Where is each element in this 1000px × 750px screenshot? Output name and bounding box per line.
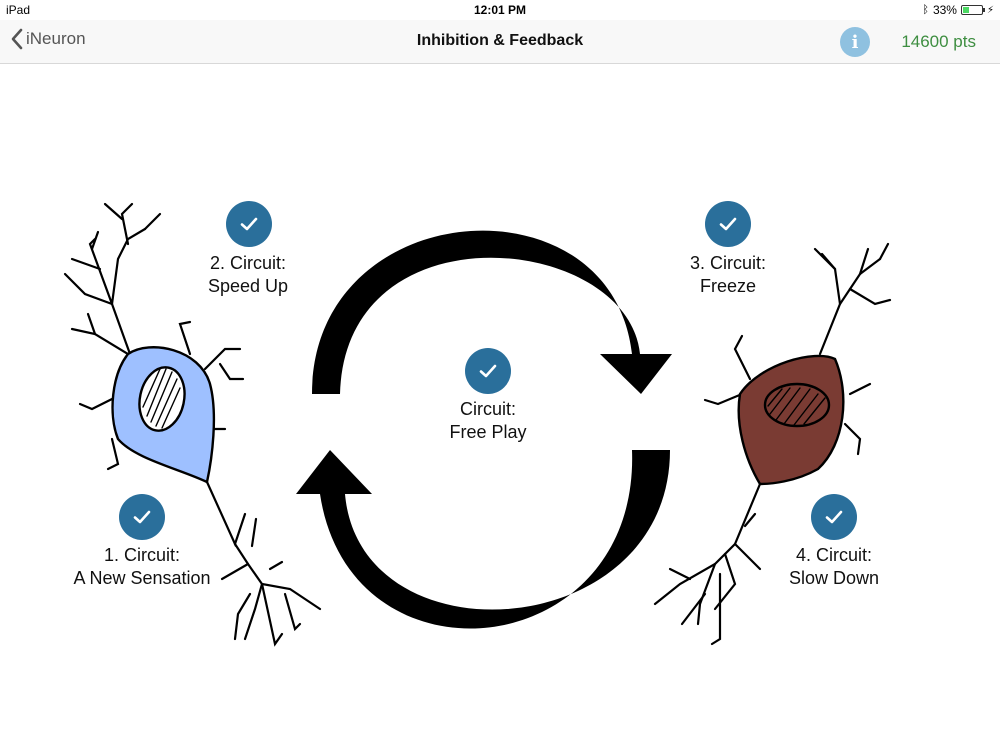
info-button[interactable]: i — [840, 27, 870, 57]
top-cycle-arrow — [312, 230, 672, 394]
back-button[interactable]: iNeuron — [10, 28, 86, 50]
motor-neuron-right — [653, 242, 892, 646]
cycle-arrows — [296, 230, 672, 629]
free-play-heading: Circuit: — [459, 399, 516, 419]
status-right: ᛒ 33% ⚡ — [922, 3, 994, 17]
circuit-3-title: Freeze — [699, 276, 757, 296]
check-icon — [240, 217, 258, 231]
check-icon — [479, 364, 497, 378]
circuit-4-title: Slow Down — [788, 568, 880, 588]
circuit-3-label[interactable]: 3. Circuit: Freeze — [653, 252, 803, 298]
back-label: iNeuron — [26, 29, 86, 48]
free-play-title: Free Play — [449, 422, 527, 442]
circuit-1-number: 1. Circuit: — [103, 545, 181, 565]
circuit-2-label[interactable]: 2. Circuit: Speed Up — [173, 252, 323, 298]
circuit-2-title: Speed Up — [207, 276, 289, 296]
status-time: 12:01 PM — [473, 3, 527, 17]
check-icon — [133, 510, 151, 524]
circuit-1-complete-badge[interactable] — [119, 494, 165, 540]
circuit-4-number: 4. Circuit: — [795, 545, 873, 565]
circuit-2-number: 2. Circuit: — [209, 253, 287, 273]
points-counter: 14600 pts — [901, 32, 976, 51]
circuit-map: 2. Circuit: Speed Up 3. Circuit: Freeze … — [0, 64, 1000, 750]
navigation-bar: iNeuron Inhibition & Feedback i 14600 pt… — [0, 20, 1000, 64]
bluetooth-icon: ᛒ — [922, 4, 929, 16]
status-bar: iPad 12:01 PM ᛒ 33% ⚡ — [0, 0, 1000, 20]
free-play-label[interactable]: Circuit: Free Play — [413, 398, 563, 444]
circuit-4-complete-badge[interactable] — [811, 494, 857, 540]
check-icon — [825, 510, 843, 524]
info-icon: i — [851, 31, 859, 53]
circuit-2-complete-badge[interactable] — [226, 201, 272, 247]
chevron-left-icon — [11, 28, 23, 50]
bottom-cycle-arrow — [296, 450, 670, 629]
circuit-1-label[interactable]: 1. Circuit: A New Sensation — [52, 544, 232, 590]
free-play-complete-badge[interactable] — [465, 348, 511, 394]
sensory-neuron-left — [63, 202, 322, 647]
battery-icon — [960, 5, 985, 15]
charging-icon: ⚡ — [986, 4, 994, 16]
circuit-3-complete-badge[interactable] — [705, 201, 751, 247]
page-title: Inhibition & Feedback — [416, 32, 584, 49]
circuit-1-title: A New Sensation — [73, 568, 211, 588]
check-icon — [719, 217, 737, 231]
battery-percent: 33% — [932, 3, 957, 17]
circuit-3-number: 3. Circuit: — [689, 253, 767, 273]
circuit-4-label[interactable]: 4. Circuit: Slow Down — [759, 544, 909, 590]
device-name: iPad — [6, 3, 31, 17]
